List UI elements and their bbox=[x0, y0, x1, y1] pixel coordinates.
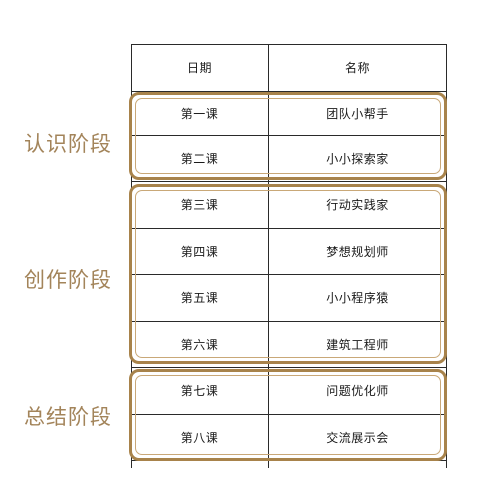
table-rule bbox=[131, 228, 447, 229]
stage-frame-inner bbox=[135, 375, 441, 455]
stage-label-creation: 创作阶段 bbox=[24, 268, 112, 292]
stage-label-recognition: 认识阶段 bbox=[24, 132, 112, 156]
table-rule bbox=[131, 321, 447, 322]
lesson-cell: 第七课 bbox=[180, 384, 219, 398]
name-cell: 小小探索家 bbox=[326, 151, 389, 166]
header-date: 日期 bbox=[186, 61, 212, 75]
stage-frame-recognition bbox=[129, 92, 447, 180]
lesson-table: 日期 名称 第一课 团队小帮手 第二课 小小探索家 第三课 行动实践家 第四课 … bbox=[131, 44, 447, 468]
name-cell: 行动实践家 bbox=[326, 198, 389, 212]
name-cell: 问题优化师 bbox=[326, 384, 389, 398]
table-rule bbox=[131, 367, 447, 368]
stage-frame-summary bbox=[129, 369, 447, 461]
table-rule bbox=[131, 181, 447, 182]
table-rule bbox=[131, 91, 447, 92]
name-cell: 交流展示会 bbox=[326, 430, 389, 445]
stage-frame-creation bbox=[129, 184, 447, 364]
name-cell: 团队小帮手 bbox=[326, 106, 389, 121]
table-rule bbox=[131, 135, 447, 136]
table-rule bbox=[131, 44, 447, 45]
lesson-cell: 第三课 bbox=[180, 198, 219, 212]
lesson-cell: 第二课 bbox=[180, 151, 219, 166]
name-cell: 小小程序猿 bbox=[326, 291, 389, 305]
name-cell: 梦想规划师 bbox=[326, 244, 389, 259]
lesson-cell: 第八课 bbox=[180, 430, 219, 445]
lesson-cell: 第四课 bbox=[180, 244, 219, 259]
stage-frame-inner bbox=[135, 190, 441, 358]
stage-frame-inner bbox=[135, 98, 441, 174]
table-rule bbox=[131, 414, 447, 415]
table-rule bbox=[268, 44, 269, 468]
header-name: 名称 bbox=[344, 61, 370, 75]
lesson-cell: 第五课 bbox=[180, 291, 219, 305]
name-cell: 建筑工程师 bbox=[326, 337, 389, 352]
lesson-cell: 第六课 bbox=[180, 337, 219, 352]
stage-label-summary: 总结阶段 bbox=[24, 405, 112, 429]
lesson-cell: 第一课 bbox=[180, 106, 219, 121]
table-rule bbox=[131, 274, 447, 275]
